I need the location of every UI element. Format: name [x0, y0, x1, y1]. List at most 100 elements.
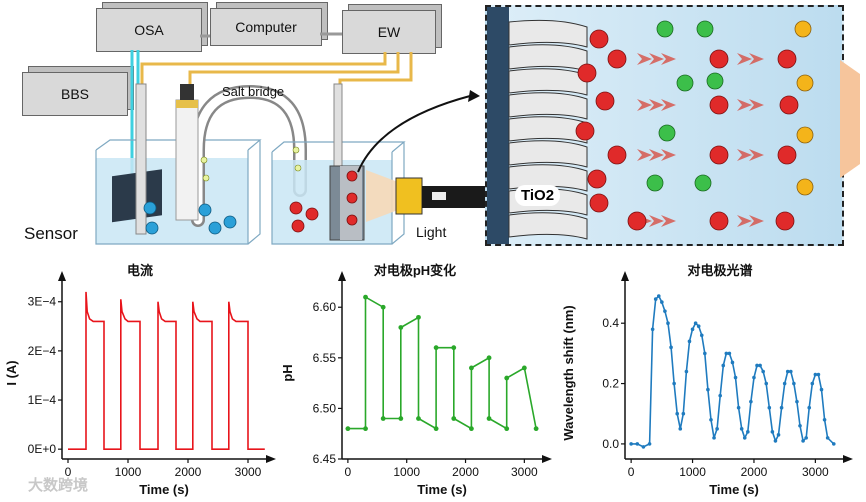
x-axis-label: Time (s) [709, 482, 759, 497]
data-point [416, 416, 421, 421]
x-tick-label: 2000 [175, 465, 202, 479]
schematic: OSA Computer EW BBS [0, 0, 866, 250]
data-point [736, 405, 741, 410]
data-point [792, 381, 796, 386]
data-point [733, 375, 738, 380]
data-point [789, 369, 793, 374]
data-point [810, 381, 815, 386]
x-axis-arrow [843, 455, 853, 463]
data-point [804, 436, 808, 440]
watermark: 大数跨境 [28, 477, 89, 494]
salt-particle [200, 156, 208, 164]
data-point [629, 442, 633, 446]
chart-title: 对电极光谱 [687, 263, 752, 278]
flashlight-head [395, 177, 423, 215]
y-tick-label: 6.45 [313, 452, 337, 466]
data-point [758, 363, 762, 368]
x-axis-label: Time (s) [139, 482, 189, 497]
data-point [712, 436, 716, 440]
computer-box: Computer [210, 8, 322, 46]
data-point [721, 363, 726, 368]
data-point [398, 325, 404, 330]
flashlight-body [422, 186, 488, 208]
data-point [433, 345, 439, 351]
chart-title: 电流 [127, 263, 153, 278]
data-point [822, 417, 827, 422]
data-point [742, 436, 747, 440]
h-ion [346, 170, 358, 182]
y-axis-label: Wavelength shift (nm) [561, 305, 576, 440]
so4-ions-zoom [646, 20, 724, 192]
oh-ion [208, 221, 222, 235]
data-point [656, 294, 661, 298]
data-point [779, 405, 784, 410]
x-tick-label: 0 [628, 465, 635, 479]
x-tick-label: 0 [65, 465, 72, 479]
data-point [709, 417, 713, 422]
y-axis-arrow [621, 271, 629, 281]
x-tick-label: 3000 [235, 465, 262, 479]
series-line [631, 294, 835, 448]
data-point [718, 393, 722, 398]
holder-knob [176, 100, 198, 108]
y-tick-label: 3E−4 [28, 295, 57, 309]
y-tick-label: 0.2 [602, 377, 619, 391]
data-point [486, 355, 492, 361]
h-ion [289, 201, 303, 215]
x-tick-label: 1000 [115, 465, 142, 479]
zoom-arrow [357, 95, 471, 173]
data-point [469, 365, 474, 371]
data-point [678, 427, 683, 431]
data-point [690, 327, 695, 332]
x-tick-label: 2000 [741, 465, 768, 479]
zoom-panel: TiO2 [485, 5, 844, 246]
data-point [752, 375, 756, 380]
x-tick-label: 2000 [452, 465, 479, 479]
data-point [666, 321, 670, 326]
data-point [730, 360, 735, 365]
zoom-arrowhead [468, 90, 480, 102]
data-point [681, 411, 686, 416]
data-point [715, 427, 719, 431]
h-ions-zoom [575, 29, 799, 231]
data-point [669, 345, 673, 350]
data-point [819, 387, 824, 392]
h-ion [291, 219, 305, 233]
data-point [653, 297, 658, 301]
data-point [693, 321, 698, 326]
data-point [363, 426, 368, 432]
data-point [813, 372, 818, 377]
oh-ion [198, 203, 212, 217]
y-tick-label: 0.4 [602, 316, 619, 330]
data-point [795, 399, 799, 404]
salt-bridge-inner [193, 87, 305, 225]
data-point [433, 426, 439, 432]
oh-ion [145, 221, 159, 235]
data-point [801, 439, 805, 443]
data-point [706, 387, 710, 392]
na-ions-zoom [794, 20, 814, 196]
salt-particle [202, 174, 210, 182]
data-point [687, 339, 692, 344]
x-tick-label: 3000 [511, 465, 538, 479]
data-point [773, 439, 778, 443]
y-axis-arrow [338, 271, 346, 281]
data-point [785, 369, 790, 374]
x-axis-arrow [266, 455, 276, 463]
osa-label: OSA [134, 22, 164, 38]
y-tick-label: 6.60 [313, 300, 337, 314]
data-point [533, 426, 539, 432]
holder-cap [180, 84, 194, 102]
data-point [703, 351, 707, 356]
flashlight-switch [432, 192, 446, 200]
x-axis-label: Time (s) [417, 482, 467, 497]
oh-ion [143, 201, 157, 215]
x-axis-arrow [542, 455, 552, 463]
setup-drawing [95, 32, 488, 245]
h-ion [346, 214, 358, 226]
y-tick-label: 2E−4 [28, 344, 57, 358]
x-tick-label: 1000 [679, 465, 706, 479]
